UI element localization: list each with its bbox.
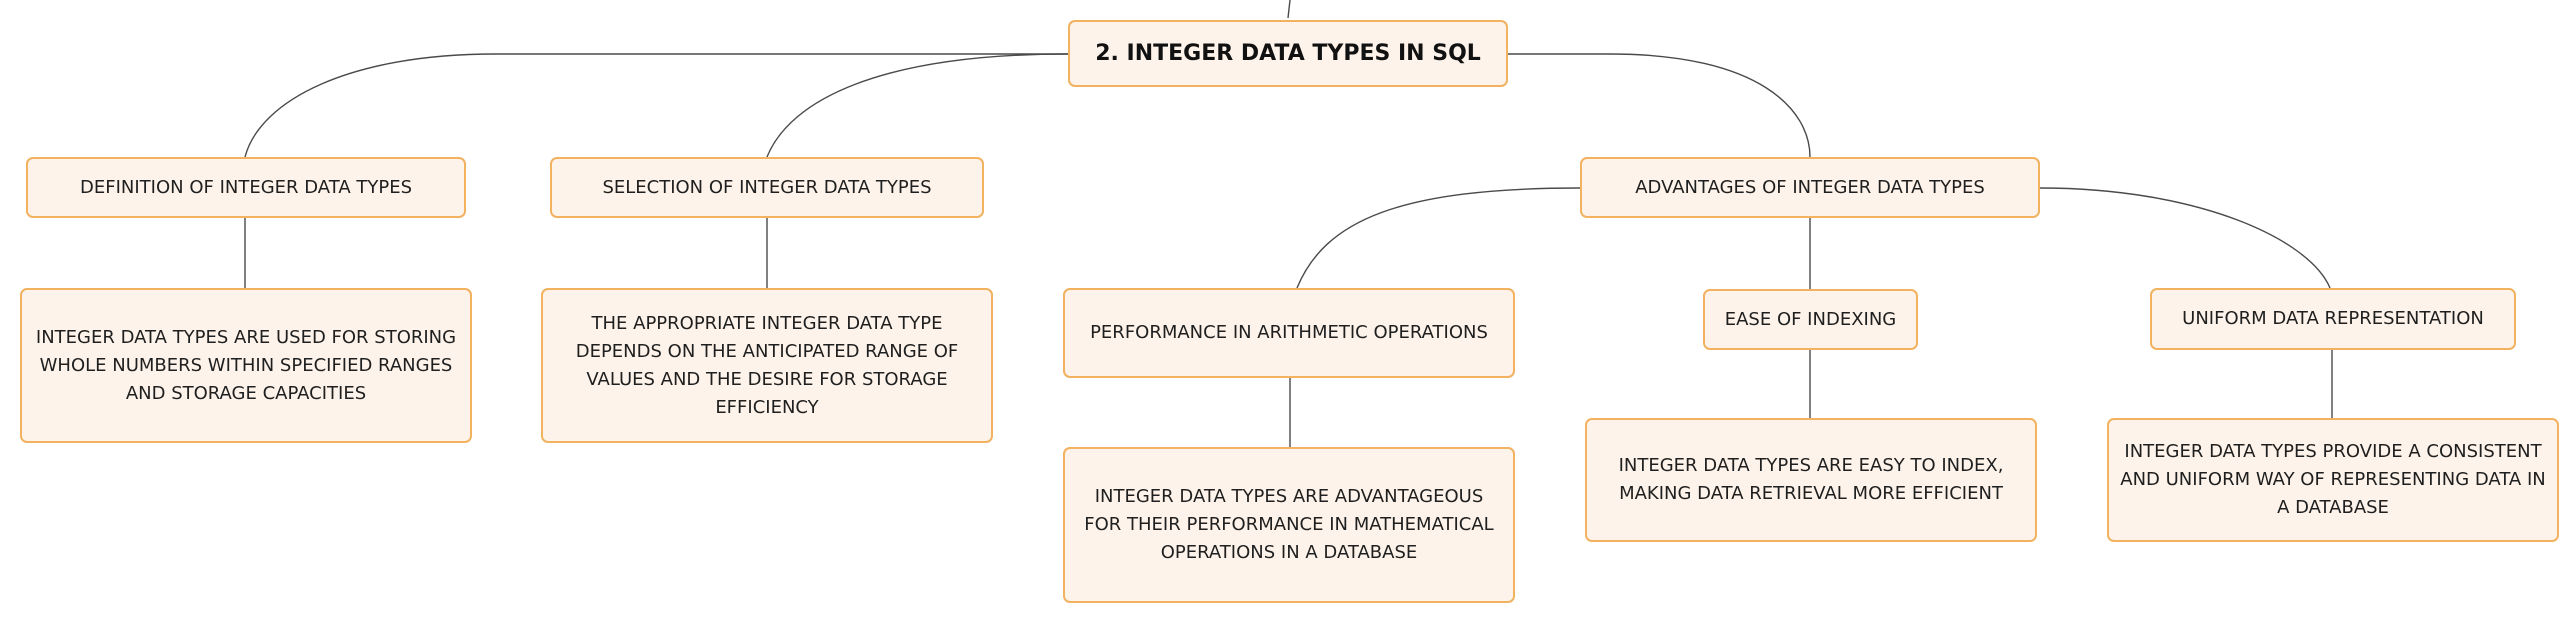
uniform-label: UNIFORM DATA REPRESENTATION [2182,308,2484,329]
performance-detail-node[interactable]: INTEGER DATA TYPES ARE ADVANTAGEOUS FOR … [1063,447,1515,603]
definition-detail-text: INTEGER DATA TYPES ARE USED FOR STORING … [35,326,457,404]
selection-label: SELECTION OF INTEGER DATA TYPES [602,176,932,198]
advantages-label: ADVANTAGES OF INTEGER DATA TYPES [1635,176,1985,198]
definition-detail-node[interactable]: INTEGER DATA TYPES ARE USED FOR STORING … [20,288,472,443]
indexing-node[interactable]: EASE OF INDEXING [1703,289,1918,350]
selection-node[interactable]: SELECTION OF INTEGER DATA TYPES [550,157,984,218]
performance-detail-text: INTEGER DATA TYPES ARE ADVANTAGEOUS FOR … [1084,486,1494,563]
uniform-node[interactable]: UNIFORM DATA REPRESENTATION [2150,288,2516,350]
connector-root-to-advantages [1508,53,1811,158]
root-node[interactable]: 2. INTEGER DATA TYPES IN SQL [1068,20,1508,87]
performance-label: PERFORMANCE IN ARITHMETIC OPERATIONS [1090,322,1488,343]
definition-label: DEFINITION OF INTEGER DATA TYPES [80,176,412,198]
indexing-detail-text: INTEGER DATA TYPES ARE EASY TO INDEX, MA… [1618,455,2004,504]
connector-root-up [1287,0,1291,19]
advantages-node[interactable]: ADVANTAGES OF INTEGER DATA TYPES [1580,157,2040,218]
root-label: 2. INTEGER DATA TYPES IN SQL [1095,40,1481,66]
connector-advantages-to-uniform [2039,187,2331,289]
definition-node[interactable]: DEFINITION OF INTEGER DATA TYPES [26,157,466,218]
performance-node[interactable]: PERFORMANCE IN ARITHMETIC OPERATIONS [1063,288,1515,378]
uniform-detail-node[interactable]: INTEGER DATA TYPES PROVIDE A CONSISTENT … [2107,418,2559,542]
connector-root-to-selection [766,53,1069,158]
connector-root-to-definition [244,53,1068,158]
uniform-detail-text: INTEGER DATA TYPES PROVIDE A CONSISTENT … [2120,441,2546,518]
selection-detail-text: THE APPROPRIATE INTEGER DATA TYPE DEPEND… [575,312,959,418]
selection-detail-node[interactable]: THE APPROPRIATE INTEGER DATA TYPE DEPEND… [541,288,993,443]
indexing-detail-node[interactable]: INTEGER DATA TYPES ARE EASY TO INDEX, MA… [1585,418,2037,542]
indexing-label: EASE OF INDEXING [1724,308,1897,330]
connector-advantages-to-performance [1296,187,1581,289]
